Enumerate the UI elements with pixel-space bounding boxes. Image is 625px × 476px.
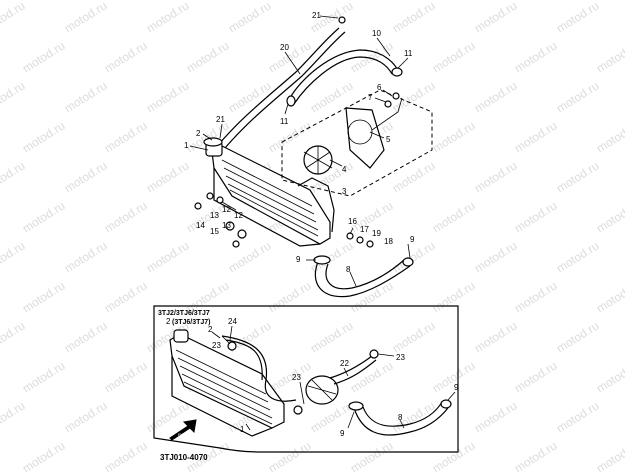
callout: 9 bbox=[340, 429, 345, 438]
hose-8 bbox=[313, 255, 414, 298]
callout: 20 bbox=[280, 43, 289, 52]
diagram-code: 3TJ010-4070 bbox=[160, 453, 208, 462]
callout: 8 bbox=[398, 413, 403, 422]
callout: 5 bbox=[386, 135, 391, 144]
callout: 9 bbox=[410, 235, 415, 244]
callout: 14 bbox=[196, 221, 205, 230]
svg-text:FWD: FWD bbox=[178, 432, 187, 437]
fwd-arrow-icon: FWD bbox=[169, 419, 197, 441]
callout: 19 bbox=[372, 229, 381, 238]
callout: 1 bbox=[184, 141, 189, 150]
callout: 2 bbox=[208, 325, 213, 334]
hose-clamp bbox=[391, 67, 403, 77]
hose-20 bbox=[213, 27, 346, 155]
callout: 7 bbox=[368, 93, 373, 102]
callout: 12 bbox=[234, 211, 243, 220]
callout: 2 bbox=[196, 129, 201, 138]
svg-text:2: 2 bbox=[166, 317, 171, 326]
radiator-inset bbox=[169, 329, 285, 437]
callout: 6 bbox=[377, 83, 382, 92]
callout: 11 bbox=[404, 49, 413, 58]
callout: 4 bbox=[342, 165, 347, 174]
inset-variant-label: 3TJ2/3TJ6/3TJ7 bbox=[158, 310, 210, 317]
inset-sub-label: (3TJ6/3TJ7) bbox=[172, 319, 211, 326]
callout: 11 bbox=[280, 117, 289, 126]
callout: 12 bbox=[222, 205, 231, 214]
callout: 18 bbox=[384, 237, 393, 246]
callout: 24 bbox=[228, 317, 237, 326]
hose-clamp bbox=[286, 95, 296, 107]
callout: 1 bbox=[240, 425, 245, 434]
callouts-main: 21 20 10 11 7 6 2 21 11 1 5 4 3 12 13 12… bbox=[184, 11, 415, 274]
callout: 23 bbox=[292, 373, 301, 382]
leader-lines-main bbox=[189, 15, 411, 287]
callout: 16 bbox=[348, 217, 357, 226]
callout: 13 bbox=[210, 211, 219, 220]
callout: 9 bbox=[454, 383, 459, 392]
callout: 3 bbox=[342, 187, 347, 196]
callout: 23 bbox=[396, 353, 405, 362]
callout: 21 bbox=[216, 115, 225, 124]
thermostat-inset bbox=[305, 375, 339, 405]
callout: 8 bbox=[346, 265, 351, 274]
callout: 21 bbox=[312, 11, 321, 20]
bolts-washers bbox=[194, 192, 374, 248]
callout: 10 bbox=[372, 29, 381, 38]
callout: 22 bbox=[340, 359, 349, 368]
callout: 15 bbox=[210, 227, 219, 236]
callout: 23 bbox=[212, 341, 221, 350]
radiator-main bbox=[203, 137, 335, 247]
callout: 17 bbox=[360, 225, 369, 234]
hose-10 bbox=[289, 49, 399, 105]
callout: 13 bbox=[222, 221, 231, 230]
callout: 9 bbox=[296, 255, 301, 264]
fan-assembly bbox=[281, 89, 433, 197]
hose-clamp bbox=[338, 16, 346, 24]
inset-box: 3TJ2/3TJ6/3TJ7 2 (3TJ6/3TJ7) bbox=[153, 305, 459, 453]
